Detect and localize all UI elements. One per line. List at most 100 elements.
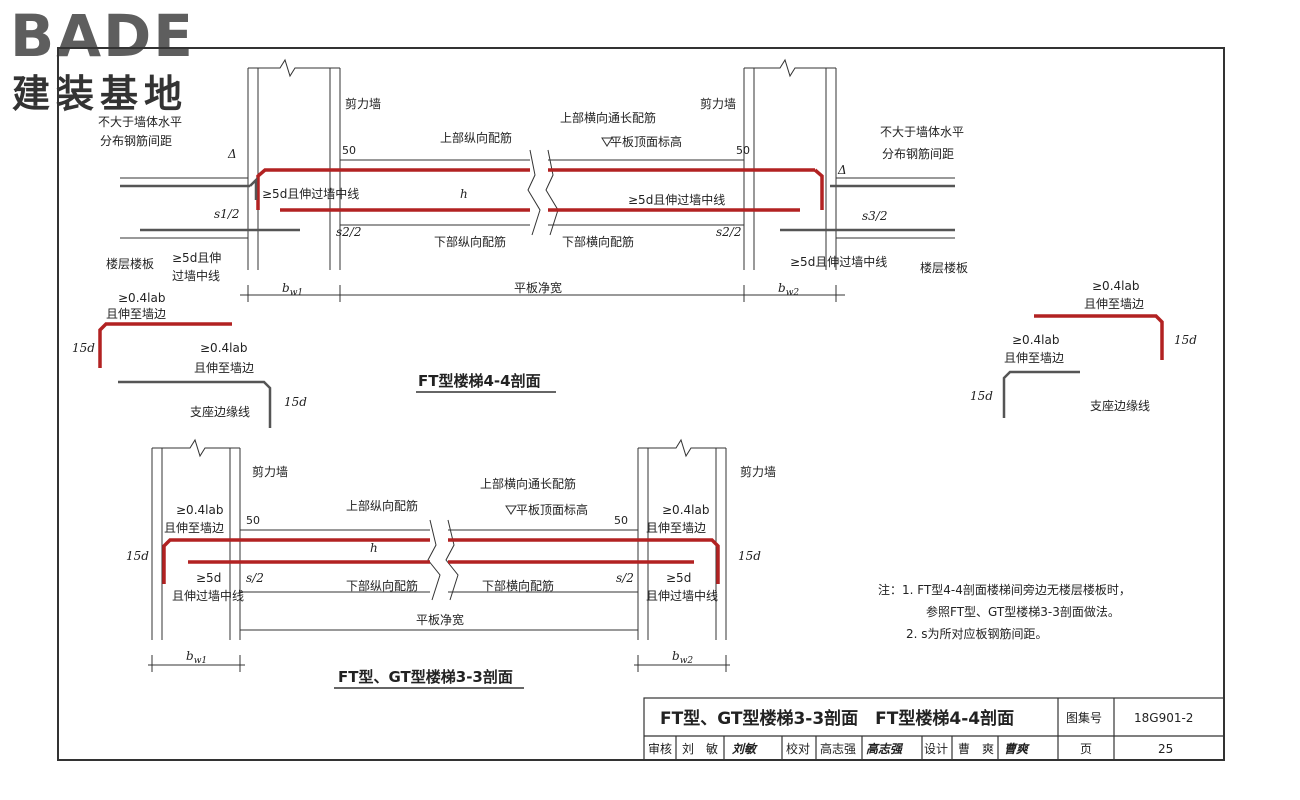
review-signature: 刘敏 — [732, 742, 758, 756]
dim-h-3-3: h — [370, 541, 378, 555]
title-block-main-title: FT型、GT型楼梯3-3剖面 FT型楼梯4-4剖面 — [660, 708, 1014, 729]
dim-s2-right: s2/2 — [716, 225, 741, 239]
dim-s2-left: s2/2 — [336, 225, 361, 239]
detail-left-15d-b: 15d — [284, 395, 307, 409]
section-4-4: 剪力墙 剪力墙 不大于墙体水平 分布钢筋间距 不大于墙体水平 分布钢筋间距 上部… — [98, 58, 968, 393]
design-name: 曹 爽 — [958, 742, 994, 756]
detail-right-mid-a: ≥0.4lab — [1012, 333, 1059, 347]
label-ext-right-a: ≥5d — [666, 571, 691, 585]
dim-15d-left-3-3: 15d — [126, 549, 149, 563]
label-ext-5d-bottom-right: ≥5d且伸过墙中线 — [790, 254, 887, 269]
elevation-marker — [601, 137, 613, 147]
dim-h: h — [460, 187, 468, 201]
label-shear-wall-right: 剪力墙 — [700, 96, 736, 111]
slab-outline-3-3 — [240, 519, 638, 601]
dim-bw2-3-3: bw2 — [672, 649, 693, 666]
dim-clear-width: 平板净宽 — [514, 280, 562, 295]
left-shear-wall — [247, 58, 341, 270]
label-lower-trans-3-3: 下部横向配筋 — [482, 578, 554, 593]
label-top-elev: 平板顶面标高 — [610, 134, 682, 149]
label-extend-right: ≥5d且伸过墙中线 — [628, 192, 725, 207]
detail-left: ≥0.4lab 且伸至墙边 ≥0.4lab 且伸至墙边 支座边缘线 15d 15… — [72, 291, 307, 428]
logo: BADE 建装基地 — [10, 6, 260, 116]
detail-left-support: 支座边缘线 — [190, 404, 250, 419]
dim-delta-left: Δ — [227, 147, 237, 161]
label-extend-left: ≥5d且伸过墙中线 — [262, 186, 359, 201]
dim-50-left: 50 — [342, 144, 356, 157]
dim-bw2: bw2 — [778, 281, 799, 298]
right-shear-wall-3-3 — [637, 438, 727, 640]
detail-left-top-a: ≥0.4lab — [118, 291, 165, 305]
note-2: 2. s为所对应板钢筋间距。 — [906, 626, 1048, 641]
label-shear-wall-left: 剪力墙 — [345, 96, 381, 111]
label-ext-left-a: ≥5d — [196, 571, 221, 585]
logo-subtitle: 建装基地 — [12, 72, 189, 116]
detail-right-15d-a: 15d — [1174, 333, 1197, 347]
label-shear-wall-right-3-3: 剪力墙 — [740, 464, 776, 479]
label-shear-wall-left-3-3: 剪力墙 — [252, 464, 288, 479]
section-3-3: 剪力墙 剪力墙 上部纵向配筋 上部横向通长配筋 平板顶面标高 ≥0.4lab 且… — [126, 438, 776, 689]
design-label: 设计 — [924, 742, 948, 756]
detail-left-top-b: 且伸至墙边 — [106, 307, 166, 321]
label-upper-long-3-3: 上部纵向配筋 — [346, 498, 418, 513]
title-block — [643, 697, 1225, 761]
label-upper-trans-3-3: 上部横向通长配筋 — [480, 476, 576, 491]
left-shear-wall-3-3 — [151, 438, 241, 640]
design-signature: 曹爽 — [1004, 742, 1030, 756]
label-note-left-2: 分布钢筋间距 — [100, 133, 172, 148]
rebar-4-4 — [256, 168, 824, 212]
label-floor-slab-left: 楼层楼板 — [106, 256, 154, 271]
label-anchor-left-a: ≥0.4lab — [176, 503, 223, 517]
label-lower-long-3-3: 下部纵向配筋 — [346, 578, 418, 593]
logo-mark: BADE — [10, 2, 195, 70]
dim-lines-3-3 — [148, 629, 730, 672]
check-signature: 高志强 — [866, 742, 904, 756]
slab-outline — [120, 149, 955, 239]
dim-50-right: 50 — [736, 144, 750, 157]
dim-bw1-3-3: bw1 — [186, 649, 207, 666]
label-upper-long: 上部纵向配筋 — [440, 130, 512, 145]
rebar-3-3 — [162, 538, 720, 584]
review-name: 刘 敏 — [682, 741, 718, 756]
section-4-4-title: FT型楼梯4-4剖面 — [418, 372, 541, 390]
atlas-label: 图集号 — [1066, 710, 1102, 725]
dim-bw1: bw1 — [282, 281, 303, 298]
detail-right-15d-b: 15d — [970, 389, 993, 403]
page-number: 25 — [1158, 742, 1173, 756]
detail-left-mid-a: ≥0.4lab — [200, 341, 247, 355]
label-note-left-1: 不大于墙体水平 — [98, 115, 182, 129]
dim-50-left-3-3: 50 — [246, 514, 260, 527]
label-anchor-left-b: 且伸至墙边 — [164, 521, 224, 535]
dim-s1: s1/2 — [214, 207, 239, 221]
review-label: 审核 — [648, 741, 672, 756]
label-ext-left-b: 且伸过墙中线 — [172, 588, 244, 603]
dim-delta-right: Δ — [837, 163, 847, 177]
label-anchor-right-a: ≥0.4lab — [662, 503, 709, 517]
detail-right-mid-b: 且伸至墙边 — [1004, 351, 1064, 365]
elevation-marker-3-3 — [505, 505, 517, 515]
note-1a: 注：1. FT型4-4剖面楼梯间旁边无楼层楼板时， — [878, 582, 1131, 597]
dim-clear-width-3-3: 平板净宽 — [416, 612, 464, 627]
label-anchor-right-b: 且伸至墙边 — [646, 521, 706, 535]
detail-right-support: 支座边缘线 — [1090, 398, 1150, 413]
check-label: 校对 — [786, 741, 810, 756]
check-name: 高志强 — [820, 741, 856, 756]
page-label: 页 — [1080, 742, 1092, 756]
floor-slab-bars — [120, 176, 955, 232]
section-3-3-title: FT型、GT型楼梯3-3剖面 — [338, 668, 513, 686]
label-upper-trans: 上部横向通长配筋 — [560, 110, 656, 125]
dim-50-right-3-3: 50 — [614, 514, 628, 527]
dim-lines-4-4 — [240, 285, 845, 302]
note-1b: 参照FT型、GT型楼梯3-3剖面做法。 — [926, 604, 1120, 619]
label-floor-slab-right: 楼层楼板 — [920, 260, 968, 275]
label-ext-right-b: 且伸过墙中线 — [646, 588, 718, 603]
atlas-number: 18G901-2 — [1134, 711, 1193, 725]
dim-15d-right-3-3: 15d — [738, 549, 761, 563]
detail-right-top-a: ≥0.4lab — [1092, 279, 1139, 293]
drawing-frame — [57, 47, 1225, 761]
right-shear-wall — [743, 58, 837, 270]
label-note-right-1: 不大于墙体水平 — [880, 125, 964, 139]
detail-right: ≥0.4lab 且伸至墙边 ≥0.4lab 且伸至墙边 支座边缘线 15d 15… — [970, 279, 1197, 418]
detail-left-mid-b: 且伸至墙边 — [194, 361, 254, 375]
